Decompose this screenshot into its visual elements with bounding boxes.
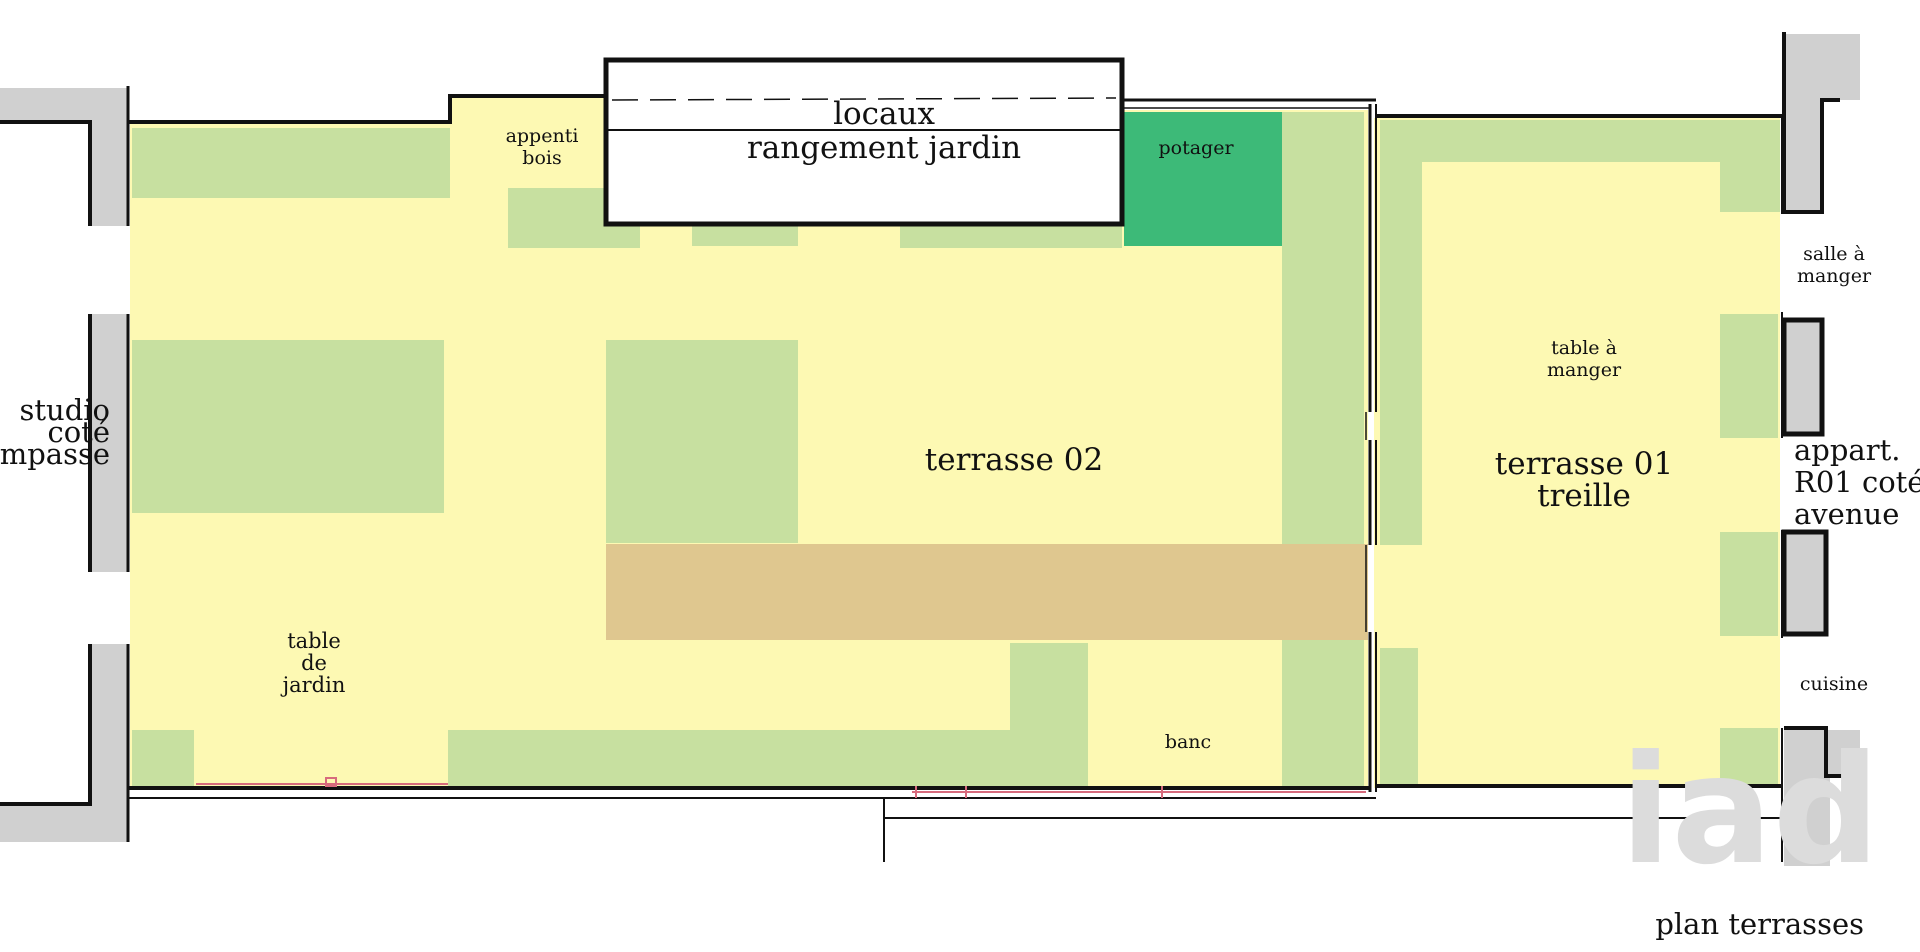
label-appart-r01: R01 coté: [1794, 465, 1920, 499]
planting-areas: [132, 112, 1780, 788]
label-table-manger-1: table à: [1551, 337, 1617, 359]
label-studio-impasse: impasse: [0, 437, 110, 471]
potager-bed: [1124, 112, 1282, 246]
edge-markings: [196, 777, 1366, 798]
label-potager: potager: [1158, 137, 1234, 159]
plan-labels: locaux rangement jardin appenti bois pot…: [0, 96, 1920, 941]
label-rangement-jardin: rangement jardin: [747, 130, 1021, 166]
label-salle-a-manger-1: salle à: [1803, 243, 1865, 265]
locaux-building: [603, 57, 1125, 227]
label-table-jardin-1: table: [287, 629, 341, 653]
label-cuisine: cuisine: [1800, 673, 1868, 695]
label-studio: studio: [19, 393, 110, 427]
label-salle-a-manger-2: manger: [1797, 265, 1872, 287]
central-path: [606, 544, 1368, 640]
label-table-jardin-3: jardin: [280, 673, 346, 697]
label-bois: bois: [522, 147, 561, 169]
label-treille: treille: [1537, 478, 1631, 514]
left-wall: [0, 86, 130, 842]
label-locaux: locaux: [833, 96, 935, 132]
label-studio-cote: coté: [47, 415, 110, 449]
label-banc: banc: [1165, 731, 1211, 753]
label-appart: appart.: [1794, 433, 1900, 467]
watermark-logo: iad: [1620, 724, 1880, 898]
terrasse-01-area: [1374, 118, 1780, 788]
label-appart-avenue: avenue: [1794, 497, 1899, 531]
label-appenti: appenti: [506, 125, 579, 147]
right-wall: [1781, 32, 1860, 866]
plan-title: plan terrasses: [1655, 907, 1864, 941]
label-terrasse-01: terrasse 01: [1495, 446, 1673, 482]
label-table-jardin-2: de: [301, 651, 327, 675]
label-terrasse-02: terrasse 02: [925, 442, 1103, 478]
label-table-manger-2: manger: [1547, 359, 1622, 381]
